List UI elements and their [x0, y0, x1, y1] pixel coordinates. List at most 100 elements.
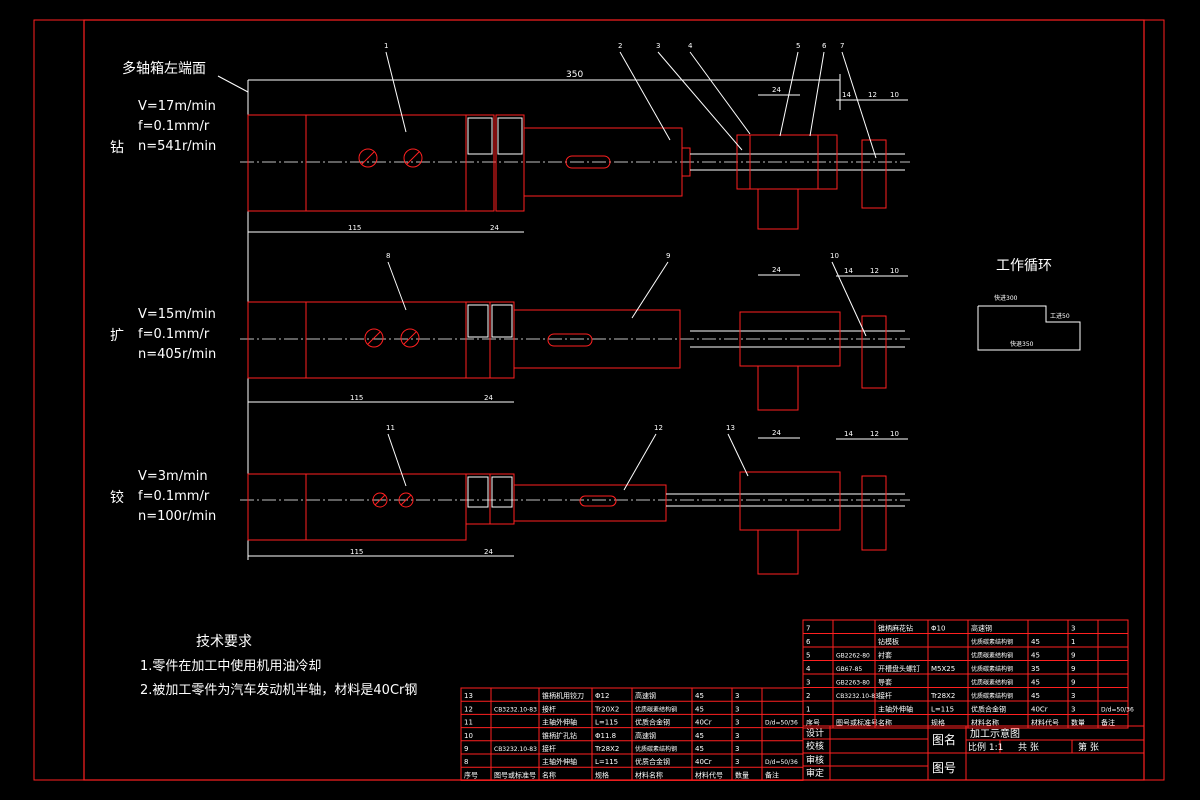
extension-rod-counterbore: [513, 309, 681, 369]
title-block: 图名 加工示意图 比例 1:1 共 张 第 张 图号: [927, 725, 1145, 781]
bom-cell: 9: [1071, 652, 1075, 660]
bom-header-cell: 数量: [1071, 718, 1085, 727]
bom-cell: L=115: [595, 719, 618, 727]
bom-cell: 主轴外伸轴: [542, 757, 577, 766]
bom-cell: 开槽盘头螺钉: [878, 664, 920, 673]
bom-cell: GB2263-80: [836, 680, 870, 687]
bom-cell: Tr28X2: [930, 692, 955, 700]
bom-cell: 6: [806, 638, 811, 646]
work-cycle-path: [977, 305, 1081, 351]
title-review: 审核: [806, 754, 824, 766]
overall-length-label: 350: [566, 70, 583, 80]
assembly-ream: 铰 V=3m/min f=0.1mm/r n=100r/min 115 24 2…: [110, 424, 910, 575]
part-label-9: 9: [666, 252, 670, 260]
bom-cell: 45: [1031, 692, 1040, 700]
knurl-counterbore-b: [491, 304, 513, 338]
op-name-counterbore: 扩: [110, 328, 124, 344]
bom-header-cell: 备注: [765, 770, 779, 779]
bom-cell: 优质碳素结构钢: [971, 665, 1013, 673]
dim-12-drill: 12: [868, 91, 877, 99]
op-v-drill: V=17m/min: [138, 99, 216, 114]
bom-cell: 3: [735, 745, 739, 753]
bom-cell: L=115: [931, 706, 954, 714]
bom-header-cell: 材料名称: [971, 718, 999, 727]
bom-cell: CB3232.10-83: [494, 706, 537, 713]
title-drawing-name: 加工示意图: [970, 727, 1020, 740]
assembly-counterbore: 扩 V=15m/min f=0.1mm/r n=405r/min 115 24 …: [110, 252, 910, 411]
bom-cell: 1: [806, 706, 810, 714]
left-face-leader: [217, 75, 249, 93]
title-sheet: 第 张: [1078, 741, 1099, 753]
dim-115-drill: 115: [348, 224, 361, 232]
bom-cell: 5: [806, 652, 810, 660]
title-scale: 比例 1:1: [968, 741, 1003, 753]
bom-cell: 3: [735, 705, 739, 713]
dim-115-counterbore: 115: [350, 394, 363, 402]
bom-cell: 锥柄机用铰刀: [542, 691, 584, 700]
knurl-drill-a: [467, 117, 493, 155]
bom-cell: 7: [806, 625, 810, 633]
bom-cell: 主轴外伸轴: [878, 705, 913, 714]
work-cycle-fast-forward: 快进300: [994, 294, 1018, 302]
dim-10-drill: 10: [890, 91, 899, 99]
bom-cell: 3: [735, 719, 739, 727]
op-n-counterbore: n=405r/min: [138, 347, 216, 362]
bom-header-cell: 数量: [735, 770, 749, 779]
technical-requirements: 技术要求 1.零件在加工中使用机用油冷却 2.被加工零件为汽车发动机半轴，材料是…: [140, 634, 417, 698]
op-name-drill: 钻: [110, 140, 124, 156]
bom-cell: 11: [464, 719, 473, 727]
bom-cell: 9: [464, 745, 468, 753]
bom-cell: 锥柄扩孔钻: [542, 731, 577, 740]
bom-cell: 3: [735, 692, 739, 700]
bom-header-cell: 图号或标准号: [836, 718, 878, 727]
dim-10-ream: 10: [890, 430, 899, 438]
op-v-ream: V=3m/min: [138, 469, 208, 484]
bom-cell: 1: [1071, 638, 1075, 646]
part-label-11: 11: [386, 424, 395, 432]
part-label-2: 2: [618, 42, 622, 50]
bom-header-cell: 名称: [878, 718, 892, 727]
title-design: 设计: [806, 727, 824, 739]
tech-req-title: 技术要求: [196, 634, 252, 650]
part-label-5: 5: [796, 42, 800, 50]
title-total: 共 张: [1018, 742, 1039, 753]
bom-header-cell: 材料名称: [635, 770, 663, 779]
bom-cell: 2: [806, 692, 810, 700]
dim-24-drill-spindle: 24: [490, 224, 499, 232]
bom-cell: 优质合金钢: [971, 705, 1006, 714]
part-label-1: 1: [384, 42, 388, 50]
op-f-ream: f=0.1mm/r: [138, 489, 210, 504]
bom-cell: 3: [1071, 692, 1075, 700]
work-cycle-diagram: 工作循环 快进300 工进50 快退350: [977, 258, 1081, 351]
bom-cell: 45: [1031, 652, 1040, 660]
op-n-ream: n=100r/min: [138, 509, 216, 524]
signature-block: 设计 校核 审核 审定: [802, 725, 929, 781]
bom-cell: 优质合金钢: [635, 718, 670, 727]
bom-cell: L=115: [595, 758, 618, 766]
bom-cell: 接杆: [878, 691, 892, 700]
part-label-3: 3: [656, 42, 660, 50]
bom-cell: Φ10: [931, 625, 945, 633]
dim-12-ream: 12: [870, 430, 879, 438]
part-label-4: 4: [688, 42, 693, 50]
op-name-ream: 铰: [110, 490, 124, 506]
bom-cell: 3: [1071, 625, 1075, 633]
bom-cell: 3: [735, 758, 739, 766]
dim-14-counterbore: 14: [844, 267, 853, 275]
bom-cell: 45: [1031, 638, 1040, 646]
tech-req-item-1: 1.零件在加工中使用机用油冷却: [140, 658, 321, 674]
part-label-8: 8: [386, 252, 390, 260]
bom-cell: 13: [464, 692, 473, 700]
bom-header-cell: 材料代号: [695, 770, 723, 779]
bom-cell: 8: [464, 758, 468, 766]
bom-cell: 优质碳素结构钢: [971, 638, 1013, 646]
bom-cell: Tr28X2: [594, 745, 619, 753]
bom-cell: 12: [464, 705, 473, 713]
part-label-10: 10: [830, 252, 839, 260]
bom-cell: 优质碳素结构钢: [971, 679, 1013, 687]
bom-header-cell: 序号: [464, 770, 478, 779]
bom-cell: D/d=50/36: [1101, 707, 1134, 714]
bom-cell: 45: [695, 692, 704, 700]
